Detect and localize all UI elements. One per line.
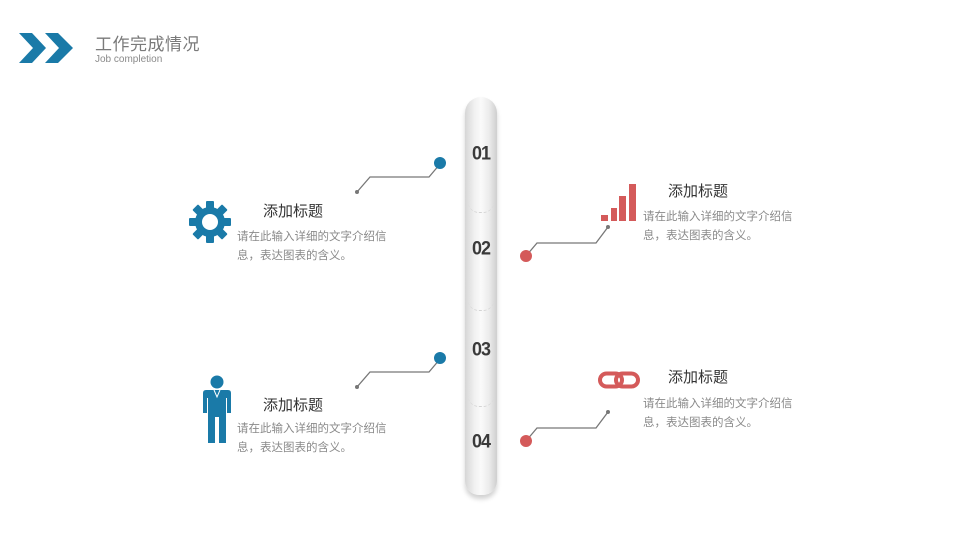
- item-4: [598, 371, 640, 389]
- segment-divider: [468, 202, 494, 213]
- timeline-tube: [465, 97, 497, 495]
- header-logo: [19, 33, 75, 63]
- item-1: [188, 200, 232, 244]
- timeline-number-4: 04: [471, 429, 491, 452]
- item-3: [203, 375, 233, 443]
- timeline-number-1: 01: [471, 141, 491, 164]
- bar-chart-icon: [601, 184, 636, 221]
- item-4-title: 添加标题: [668, 368, 729, 386]
- segment-divider: [468, 300, 494, 311]
- double-chevron-right-icon: [19, 33, 73, 63]
- timeline-number-2: 02: [471, 236, 491, 259]
- item-2-title: 添加标题: [668, 182, 729, 200]
- link-icon: [598, 371, 640, 389]
- item-1-desc: 请在此输入详细的文字介绍信息，表达图表的含义。: [237, 229, 387, 262]
- segment-divider: [468, 396, 494, 407]
- timeline-number-3: 03: [471, 337, 491, 360]
- item-3-desc: 请在此输入详细的文字介绍信息，表达图表的含义。: [237, 421, 387, 454]
- page-title: 工作完成情况: [95, 35, 200, 55]
- item-2-desc: 请在此输入详细的文字介绍信息，表达图表的含义。: [643, 209, 793, 242]
- page-subtitle: Job completion: [95, 54, 163, 65]
- gear-icon: [189, 201, 231, 243]
- item-3-title: 添加标题: [263, 396, 324, 414]
- item-2: [601, 183, 639, 221]
- person-icon: [203, 375, 231, 443]
- item-1-title: 添加标题: [263, 202, 324, 220]
- item-4-desc: 请在此输入详细的文字介绍信息，表达图表的含义。: [643, 396, 793, 429]
